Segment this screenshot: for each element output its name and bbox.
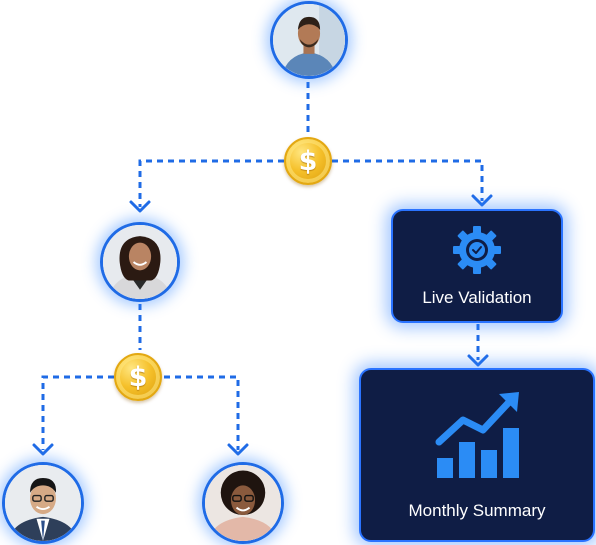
arrowhead-middle — [129, 200, 151, 213]
dollar-icon: $ — [298, 145, 318, 177]
avatar-bottom-left-man — [2, 462, 84, 544]
coin-top: $ — [284, 137, 332, 185]
live-validation-label: Live Validation — [422, 288, 532, 307]
connector-coin-to-bottom-right — [164, 375, 240, 450]
monthly-summary-label: Monthly Summary — [408, 501, 546, 520]
connector-coin-to-validation — [332, 159, 484, 201]
arrowhead-summary — [467, 354, 489, 367]
coin-lower: $ — [114, 353, 162, 401]
bar-chart-trend-icon — [435, 392, 519, 478]
arrowhead-validation — [471, 194, 493, 207]
live-validation-card: Live Validation — [391, 209, 563, 323]
arrowhead-bottom-left — [32, 443, 54, 456]
dollar-icon: $ — [128, 361, 148, 393]
avatar-bottom-right-woman — [202, 462, 284, 544]
gear-check-icon — [453, 226, 501, 274]
arrowhead-bottom-right — [227, 443, 249, 456]
connector-coin-to-middle — [138, 159, 284, 207]
connector-coin-to-bottom-left — [41, 375, 114, 450]
avatar-middle-woman — [100, 222, 180, 302]
avatar-top-man — [270, 1, 348, 79]
monthly-summary-card: Monthly Summary — [359, 368, 595, 542]
